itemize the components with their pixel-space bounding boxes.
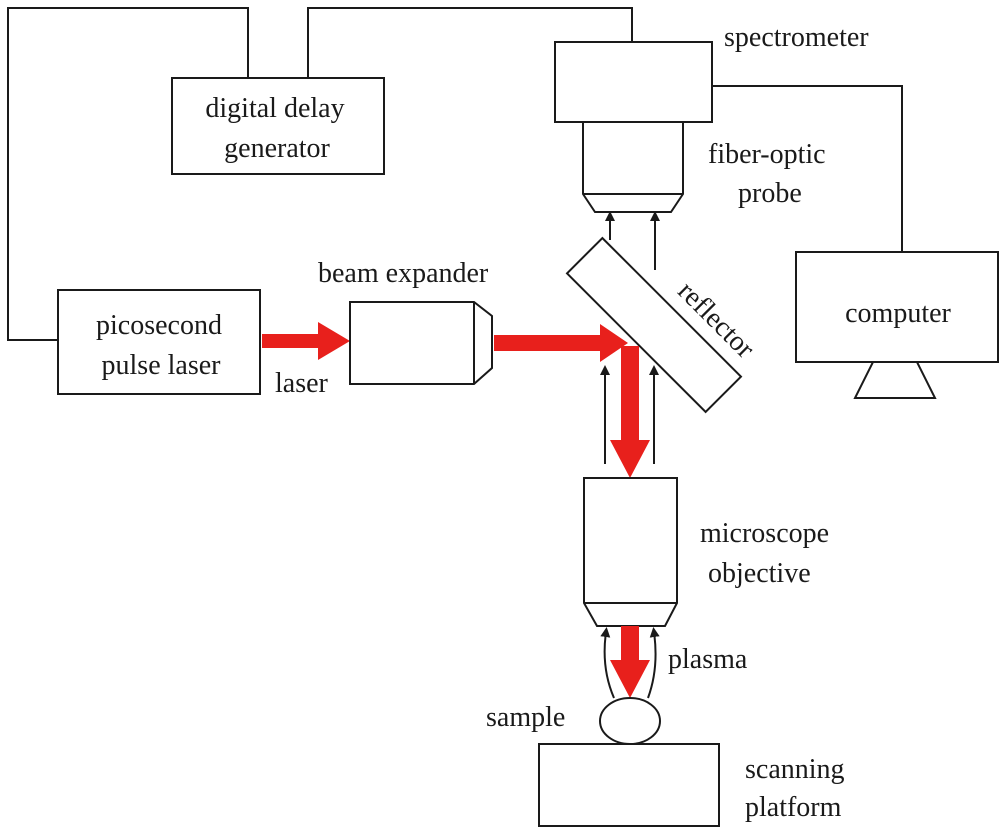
picosecond-laser-label-line2: pulse laser [102,350,222,381]
scanning-platform [538,743,720,827]
beam-expander-label: beam expander [318,258,489,289]
sample [599,697,661,745]
scanning-platform-label-line2: platform [745,792,842,823]
digital-delay-generator-label-line2: generator [224,133,330,164]
fiber-optic-probe-label-line2: probe [738,178,802,209]
plasma-arrow-left [600,627,615,699]
computer-monitor [795,251,999,363]
plasma-label: plasma [668,644,748,675]
microscope-objective-label-line1: microscope [700,518,829,549]
computer-label: computer [845,298,951,329]
fiber-optic-probe [582,121,684,213]
picosecond-laser-label-line1: picosecond [96,310,222,341]
digital-delay-generator-label-line1: digital delay [205,93,344,124]
scanning-platform-label-line1: scanning [745,754,845,785]
wire-delay-generator-to-spectrometer [307,7,633,78]
computer-stand [853,361,937,399]
wire-laser-to-delay-generator [7,7,249,341]
wire-spectrometer-to-computer [712,85,903,252]
spectrometer-box [554,41,713,123]
digital-delay-generator-box [171,77,385,175]
fiber-optic-probe-label-line1: fiber-optic [708,139,826,170]
plasma-arrow-right [647,627,660,699]
microscope-objective-label-line2: objective [708,558,811,589]
reflector-mirror [565,236,743,414]
spectrometer-label: spectrometer [724,22,869,53]
laser-label: laser [275,368,329,399]
picosecond-laser-box [57,289,261,395]
laser-beam-to-reflector [494,324,628,362]
sample-label: sample [486,702,565,733]
laser-beam-to-sample [610,626,650,698]
beam-expander [349,301,493,385]
laser-beam-to-expander [262,322,350,360]
laser-beam-to-objective [610,346,650,478]
